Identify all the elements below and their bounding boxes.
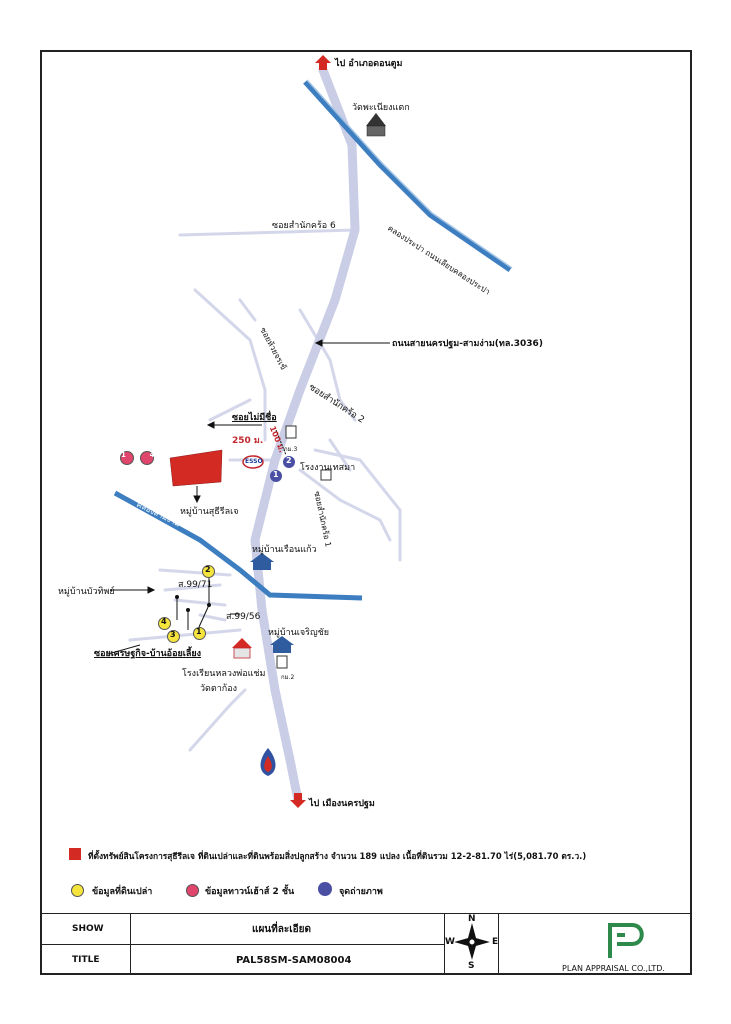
road-setthakit: [128, 628, 242, 642]
show-value: แผนที่ละเอียด: [252, 924, 312, 935]
km2-marker-icon: [276, 655, 288, 669]
label-s-99-71: ส.99/71: [178, 580, 213, 590]
road-soi-1: [298, 468, 392, 542]
label-charoen-chai: หมู่บ้านเจริญชัย: [268, 628, 330, 638]
road-local-1: [158, 568, 232, 577]
title-value: PAL58SM-SAM08004: [236, 955, 352, 966]
label-soi-6: ซอยสำนักคร้อ 6: [272, 221, 336, 231]
house-icon-ruan-kaew: [250, 553, 274, 570]
label-main-road: ถนนสายนครปฐม-สามง่าม(ทล.3036): [392, 339, 543, 349]
land-marker-4: [158, 617, 171, 630]
legend-property-swatch: [69, 848, 81, 860]
land-marker-1-label: 1: [196, 627, 202, 636]
label-tesma: โรงงานเทสมา: [300, 463, 356, 473]
land-marker-2-label: 2: [205, 565, 211, 574]
road-local-3: [173, 598, 227, 607]
photo-point-2: [283, 456, 295, 468]
land-marker-2: [202, 565, 215, 578]
property-area: [169, 449, 223, 487]
arrow-to-nakhon-pathom-icon: [290, 793, 306, 808]
marker-townhouse-1: [120, 451, 134, 465]
legend-townhouse-swatch: [186, 884, 199, 897]
road-school: [188, 688, 247, 752]
title-block-mid-line: [42, 944, 444, 945]
label-ruan-kaew: หมู่บ้านเรือนแก้ว: [252, 545, 317, 555]
house-icon-charoen-chai: [270, 636, 294, 653]
line-100m: [275, 429, 287, 456]
show-label: SHOW: [72, 924, 104, 934]
gas-station-logo-icon: [260, 748, 276, 776]
land-marker-3: [167, 630, 180, 643]
tesma-factory-icon: [320, 469, 332, 481]
title-block-divider-2: [444, 913, 445, 975]
marker-1-4-label: 1 - 4: [121, 451, 159, 459]
land-marker-3-label: 3: [170, 630, 176, 639]
esso-logo-icon: [242, 455, 264, 469]
school-icon: [232, 638, 252, 659]
legend-photo-text: จุดถ่ายภาพ: [339, 887, 383, 897]
road-soi-no-name: [208, 398, 252, 422]
label-to-nakhon-pathom: ไป เมืองนครปฐม: [309, 799, 375, 809]
land-marker-4-label: 4: [161, 617, 167, 626]
label-school: โรงเรียนหลวงพ่อแช่ม: [182, 669, 266, 679]
photo-point-1: [270, 470, 282, 482]
legend-townhouse-text: ข้อมูลทาวน์เฮ้าส์ 2 ชั้น: [205, 887, 295, 897]
main-road: [250, 65, 360, 805]
label-s-99-56: ส.99/56: [226, 612, 261, 622]
map-frame: [40, 50, 692, 975]
canal-top: [303, 80, 512, 273]
road-hua-kwai: [193, 288, 267, 442]
marker-townhouse-4: [140, 451, 154, 465]
company-logo-icon: [608, 923, 644, 958]
road-tesma: [313, 448, 402, 562]
label-buathip: หมู่บ้านบัวทิพย์: [58, 587, 115, 597]
land-marker-1: [193, 627, 206, 640]
label-km3: กม.3: [284, 446, 298, 453]
photo-point-1-label: 1: [273, 470, 279, 479]
compass-n: N: [468, 914, 476, 924]
label-to-don-tum: ไป อำเภอดอนตูม: [335, 59, 403, 69]
arrow-to-don-tum-icon: [315, 55, 331, 70]
compass-w: W: [445, 937, 455, 947]
label-250m: 250 ม.: [232, 436, 264, 446]
temple-icon: [366, 113, 386, 137]
compass-e: E: [492, 937, 499, 947]
canal-top-edge: [306, 79, 513, 269]
canal-mid: [113, 490, 363, 601]
company-name: PLAN APPRAISAL CO.,LTD.: [562, 964, 665, 973]
road-tesma-spur: [328, 438, 352, 472]
legend-photo-swatch: [318, 882, 332, 896]
label-esso: ESSO: [245, 458, 263, 465]
title-block-divider-3: [498, 913, 499, 975]
label-wat-pha-nieng: วัดพะเนียงแตก: [352, 103, 410, 113]
legend-vacant-text: ข้อมูลที่ดินเปล่า: [92, 887, 153, 897]
legend-property-text: ที่ตั้งทรัพย์สินโครงการสุธีรีลเจ ที่ดินเ…: [88, 851, 587, 861]
title-block-top-line: [42, 913, 690, 914]
title-block-divider-1: [130, 913, 131, 975]
label-soi-no-name: ซอยไม่มีชื่อ: [232, 413, 277, 423]
label-village-project: หมู่บ้านสุธีรีลเจ: [180, 507, 239, 517]
photo-point-2-label: 2: [286, 456, 292, 465]
road-local-2: [163, 583, 222, 592]
arrow-setthakit: [107, 644, 141, 655]
km3-marker-icon: [285, 425, 297, 439]
road-soi-6: [178, 228, 357, 237]
compass-s: S: [468, 961, 475, 971]
compass-icon: [454, 923, 490, 960]
title-label: TITLE: [72, 955, 100, 965]
label-soi-setthakit: ซอยเศรษฐกิจ-บ้านอ้อยเลี้ยง: [94, 649, 202, 659]
road-minor-2: [238, 298, 257, 322]
label-km2: กม.2: [281, 674, 295, 681]
road-soi-2: [298, 308, 357, 422]
label-wat-ta-kong: วัดตาก้อง: [200, 684, 238, 694]
legend-vacant-swatch: [71, 884, 84, 897]
